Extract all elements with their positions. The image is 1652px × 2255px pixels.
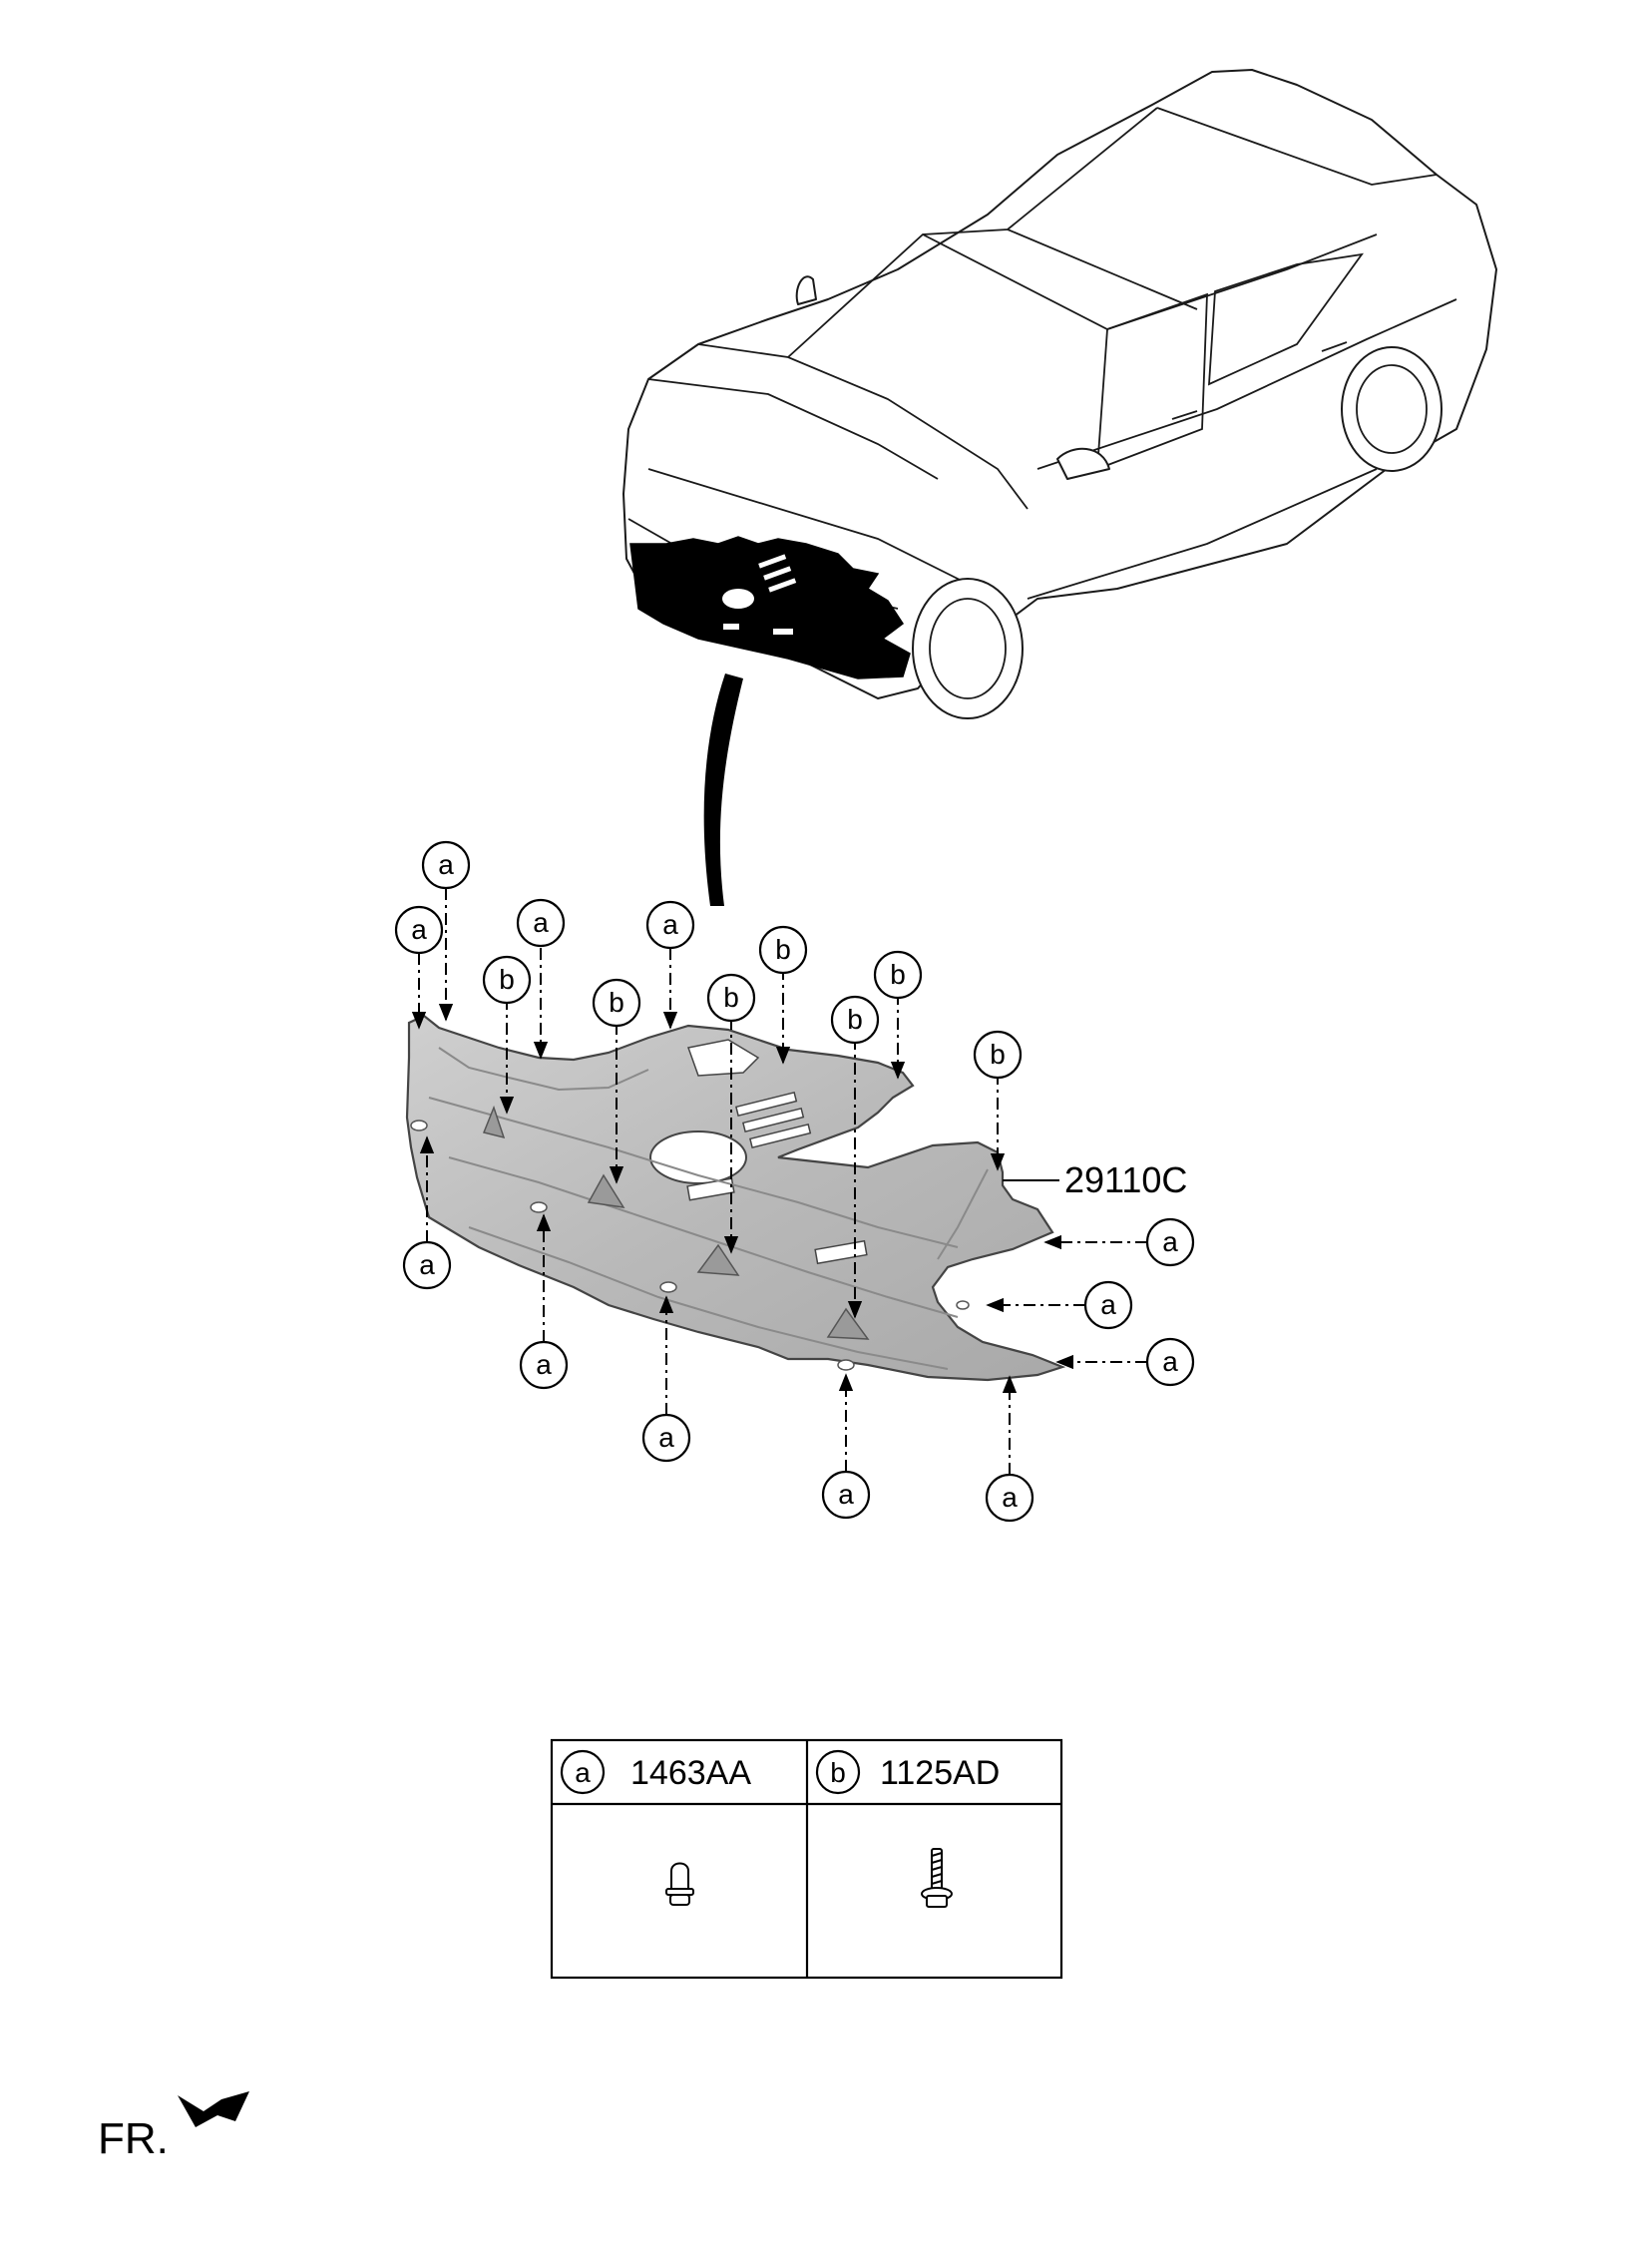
callout-a-9: a bbox=[519, 1340, 569, 1390]
svg-text:a: a bbox=[438, 849, 454, 880]
svg-text:a: a bbox=[533, 907, 549, 938]
svg-text:b: b bbox=[830, 1757, 846, 1788]
svg-text:b: b bbox=[609, 987, 624, 1018]
svg-text:b: b bbox=[990, 1039, 1006, 1070]
svg-text:a: a bbox=[1162, 1226, 1178, 1257]
front-label: FR. bbox=[98, 2114, 169, 2163]
legend-b-part: 1125AD bbox=[880, 1754, 1000, 1792]
car-illustration-icon bbox=[622, 69, 1497, 906]
svg-text:a: a bbox=[838, 1479, 854, 1510]
legend-a-header: a 1463AA bbox=[560, 1749, 751, 1795]
legend-table: a 1463AA b 1125AD bbox=[550, 1738, 1063, 1980]
legend-b-header: b 1125AD bbox=[815, 1749, 1000, 1795]
callout-a-2: a bbox=[394, 905, 444, 955]
svg-text:b: b bbox=[890, 959, 906, 990]
callout-b-5: b bbox=[830, 995, 880, 1045]
callout-b-2: b bbox=[592, 978, 641, 1028]
callout-b-6: b bbox=[873, 950, 923, 1000]
svg-text:a: a bbox=[536, 1349, 552, 1380]
svg-text:a: a bbox=[1100, 1289, 1116, 1320]
callout-a-10: a bbox=[641, 1413, 691, 1463]
under-cover-panel-icon bbox=[405, 1014, 1066, 1382]
part-number-label: 29110C bbox=[1064, 1159, 1187, 1200]
callout-b-4: b bbox=[758, 925, 808, 975]
callout-b-1: b bbox=[482, 955, 532, 1005]
svg-text:a: a bbox=[575, 1757, 591, 1788]
svg-text:a: a bbox=[1002, 1482, 1018, 1513]
callout-a-5: a bbox=[1145, 1217, 1195, 1267]
svg-text:a: a bbox=[419, 1249, 435, 1280]
legend-a-part: 1463AA bbox=[630, 1754, 751, 1792]
front-direction-arrow-icon bbox=[178, 2091, 249, 2127]
callout-a-7: a bbox=[1145, 1337, 1195, 1387]
svg-text:a: a bbox=[662, 909, 678, 940]
svg-text:a: a bbox=[1162, 1346, 1178, 1377]
callout-a-11: a bbox=[821, 1470, 871, 1520]
svg-text:b: b bbox=[775, 934, 791, 965]
callout-a-3: a bbox=[516, 898, 566, 948]
leader-lines bbox=[411, 888, 1147, 1475]
clip-fastener-icon bbox=[665, 1862, 694, 1906]
svg-text:a: a bbox=[411, 914, 427, 945]
callout-a-12: a bbox=[985, 1473, 1034, 1523]
callout-a-4: a bbox=[645, 900, 695, 950]
svg-text:b: b bbox=[723, 982, 739, 1013]
svg-text:b: b bbox=[499, 964, 515, 995]
callout-a-6: a bbox=[1083, 1280, 1133, 1330]
front-direction-indicator: FR. bbox=[98, 2091, 249, 2163]
svg-text:a: a bbox=[658, 1422, 674, 1453]
callout-a-1: a bbox=[421, 840, 471, 890]
callout-b-7: b bbox=[973, 1030, 1023, 1080]
svg-text:b: b bbox=[847, 1004, 863, 1035]
bolt-fastener-icon bbox=[921, 1848, 953, 1908]
callout-b-3: b bbox=[706, 973, 756, 1023]
callout-a-8: a bbox=[402, 1240, 452, 1290]
